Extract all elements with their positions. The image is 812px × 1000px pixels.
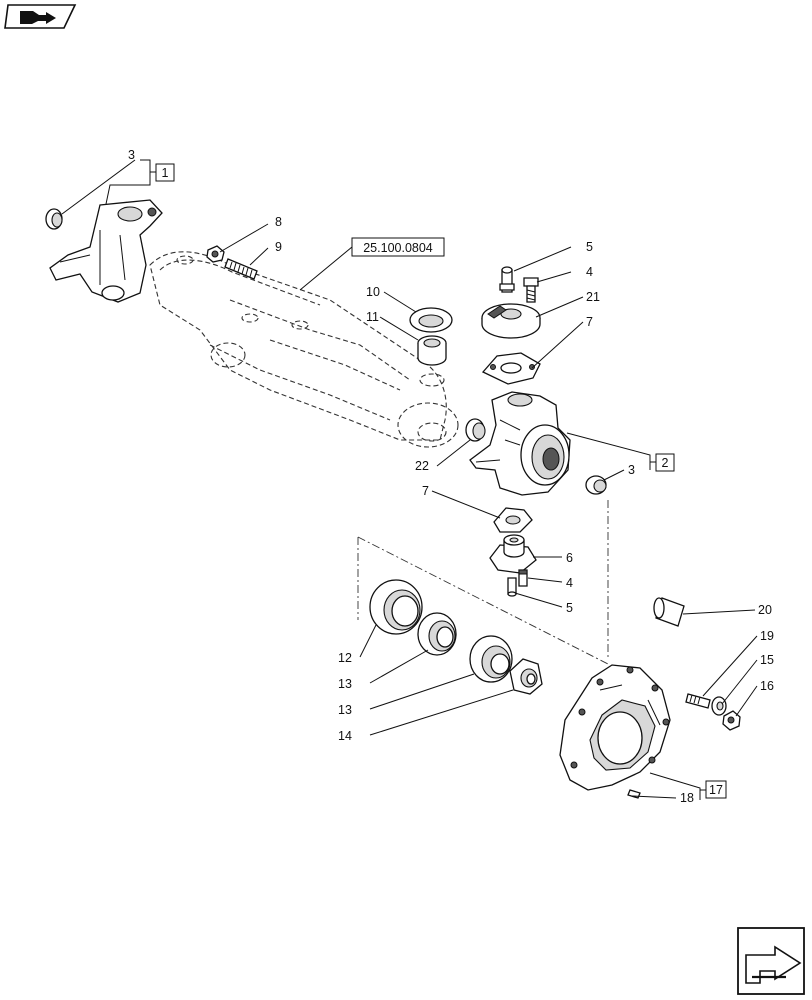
- box-17-text: 17: [709, 783, 723, 797]
- callout-labels: 3 8 9 10 11 5 4 21 7 22 3 7 6 4 5 20 19 …: [128, 148, 774, 805]
- washer-15: [711, 696, 727, 716]
- assembly-axis-lines: [357, 500, 611, 666]
- right-steering-knuckle: [469, 391, 571, 496]
- screw-4-upper: [523, 277, 539, 303]
- callout: 5: [566, 601, 573, 615]
- callout: 13: [338, 703, 352, 717]
- stud-9: [224, 258, 258, 280]
- box-label-1: 1: [155, 163, 175, 182]
- grease-fitting-5-upper: [499, 266, 515, 293]
- wheel-hub-17: [559, 664, 671, 791]
- nut-14: [509, 658, 543, 695]
- shim-7-upper: [481, 352, 541, 385]
- callout: 4: [586, 265, 593, 279]
- callout: 3: [128, 148, 135, 162]
- reference-box[interactable]: 25.100.0804: [351, 237, 445, 257]
- callout: 21: [586, 290, 600, 304]
- callout: 6: [566, 551, 573, 565]
- callout: 16: [760, 679, 774, 693]
- callout: 19: [760, 629, 774, 643]
- bearing-13-inner: [469, 635, 513, 683]
- callout: 20: [758, 603, 772, 617]
- box-2-text: 2: [662, 456, 669, 470]
- bearing-13-outer: [417, 612, 457, 656]
- callout: 5: [586, 240, 593, 254]
- seal-10: [409, 307, 453, 333]
- callout: 13: [338, 677, 352, 691]
- bushing-22: [465, 418, 486, 442]
- bushing-11: [417, 335, 447, 366]
- seal-12: [369, 579, 423, 635]
- callout: 22: [415, 459, 429, 473]
- box-1-text: 1: [162, 166, 169, 180]
- callout: 7: [586, 315, 593, 329]
- callout: 10: [366, 285, 380, 299]
- leader-lines: [61, 159, 758, 800]
- next-page-arrow-icon[interactable]: [737, 927, 805, 995]
- callout: 11: [366, 310, 379, 324]
- spacer-20: [653, 597, 685, 627]
- callout: 12: [338, 651, 352, 665]
- grease-fitting-5-lower: [507, 577, 517, 597]
- pin-18: [627, 789, 641, 799]
- screw-4-lower: [518, 569, 528, 587]
- left-steering-knuckle: [49, 199, 163, 303]
- stud-19: [685, 693, 711, 709]
- bushing-3-left: [45, 208, 63, 230]
- callout: 9: [275, 240, 282, 254]
- callout: 4: [566, 576, 573, 590]
- axle-housing-phantom: [149, 251, 459, 448]
- callout: 14: [338, 729, 352, 743]
- callout: 7: [422, 484, 429, 498]
- book-arrow-icon[interactable]: [4, 4, 77, 29]
- callout: 3: [628, 463, 635, 477]
- shim-7-lower: [493, 507, 533, 533]
- callout: 8: [275, 215, 282, 229]
- king-pin-21: [481, 303, 541, 339]
- bushing-3-right: [585, 475, 607, 495]
- box-label-2: 2: [655, 453, 675, 472]
- callout: 18: [680, 791, 694, 805]
- king-pin-6: [489, 534, 537, 574]
- reference-text[interactable]: 25.100.0804: [363, 241, 433, 255]
- box-label-17: 17: [705, 780, 727, 799]
- callout: 15: [760, 653, 774, 667]
- nut-8: [206, 245, 225, 263]
